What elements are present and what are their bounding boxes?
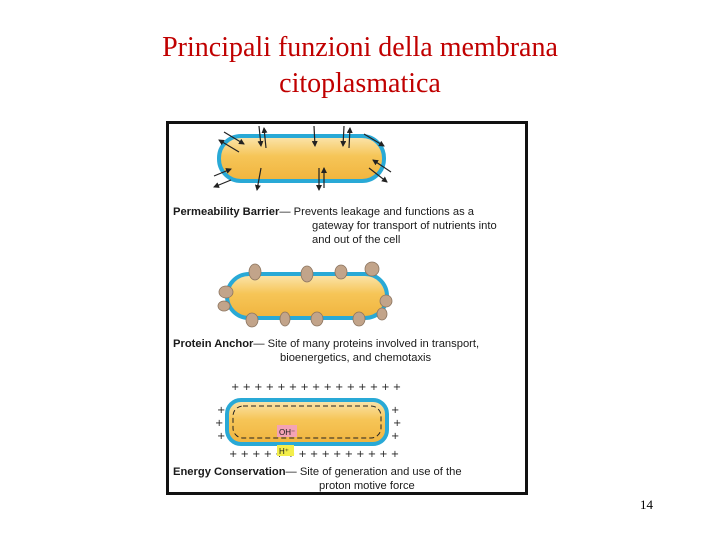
desc-1-line-2: gateway for transport of nutrients into — [312, 220, 497, 232]
svg-text:+: + — [391, 431, 399, 442]
cell-1-body — [217, 134, 386, 183]
inner-negative-layer — [232, 405, 382, 439]
svg-text:+: + — [215, 418, 223, 429]
svg-text:+ + + + + + + + + + + + + + +: + + + + + + + + + + + + + + + — [229, 449, 399, 460]
desc-3-line-2: proton motive force — [319, 480, 415, 492]
desc-1-line-1: — Prevents leakage and functions as a — [279, 206, 474, 218]
title-line-1: Principali funzioni della membrana — [162, 32, 558, 63]
label-protein-anchor: Protein Anchor — [173, 338, 254, 350]
membrane-proteins — [217, 261, 393, 328]
desc-2-line-2: bioenergetics, and chemotaxis — [280, 352, 432, 364]
h-label: H⁺ — [279, 447, 289, 456]
svg-text:+: + — [217, 405, 225, 416]
oh-label: OH⁻ — [279, 428, 296, 437]
cell-protein-anchor — [217, 261, 393, 328]
cell-permeability-barrier — [213, 125, 392, 191]
cell-3-body — [225, 398, 389, 446]
page-number: 14 — [640, 497, 653, 512]
caption-protein-anchor: Protein Anchor— Site of many proteins in… — [173, 338, 479, 351]
desc-3-line-1: — Site of generation and use of the — [285, 466, 462, 478]
desc-1-line-3: and out of the cell — [312, 234, 401, 246]
svg-text:+: + — [217, 431, 225, 442]
label-energy-conservation: Energy Conservation — [173, 466, 286, 478]
caption-permeability-barrier: Permeability Barrier— Prevents leakage a… — [173, 206, 474, 219]
transport-arrows — [213, 125, 392, 191]
cell-energy-conservation: + + + + + + + + + + + + + + + + + + + + … — [215, 382, 401, 460]
caption-energy-conservation: Energy Conservation— Site of generation … — [173, 466, 462, 479]
label-permeability-barrier: Permeability Barrier — [173, 206, 280, 218]
svg-text:+: + — [393, 418, 401, 429]
figure-illustration: + + + + + + + + + + + + + + + + + + + + … — [213, 125, 401, 460]
oh-box — [277, 425, 297, 437]
slide-title: Principali funzioni della membrana citop… — [0, 30, 720, 102]
positive-charges: + + + + + + + + + + + + + + + + + + + + … — [215, 382, 401, 460]
title-line-2: citoplasmatica — [279, 68, 441, 99]
svg-text:+: + — [391, 405, 399, 416]
svg-text:+ + + + + + + + + + + + + + +: + + + + + + + + + + + + + + + — [231, 382, 401, 393]
membrane-functions-figure: + + + + + + + + + + + + + + + + + + + + … — [166, 121, 528, 495]
h-box — [277, 445, 294, 456]
desc-2-line-1: — Site of many proteins involved in tran… — [253, 338, 480, 350]
